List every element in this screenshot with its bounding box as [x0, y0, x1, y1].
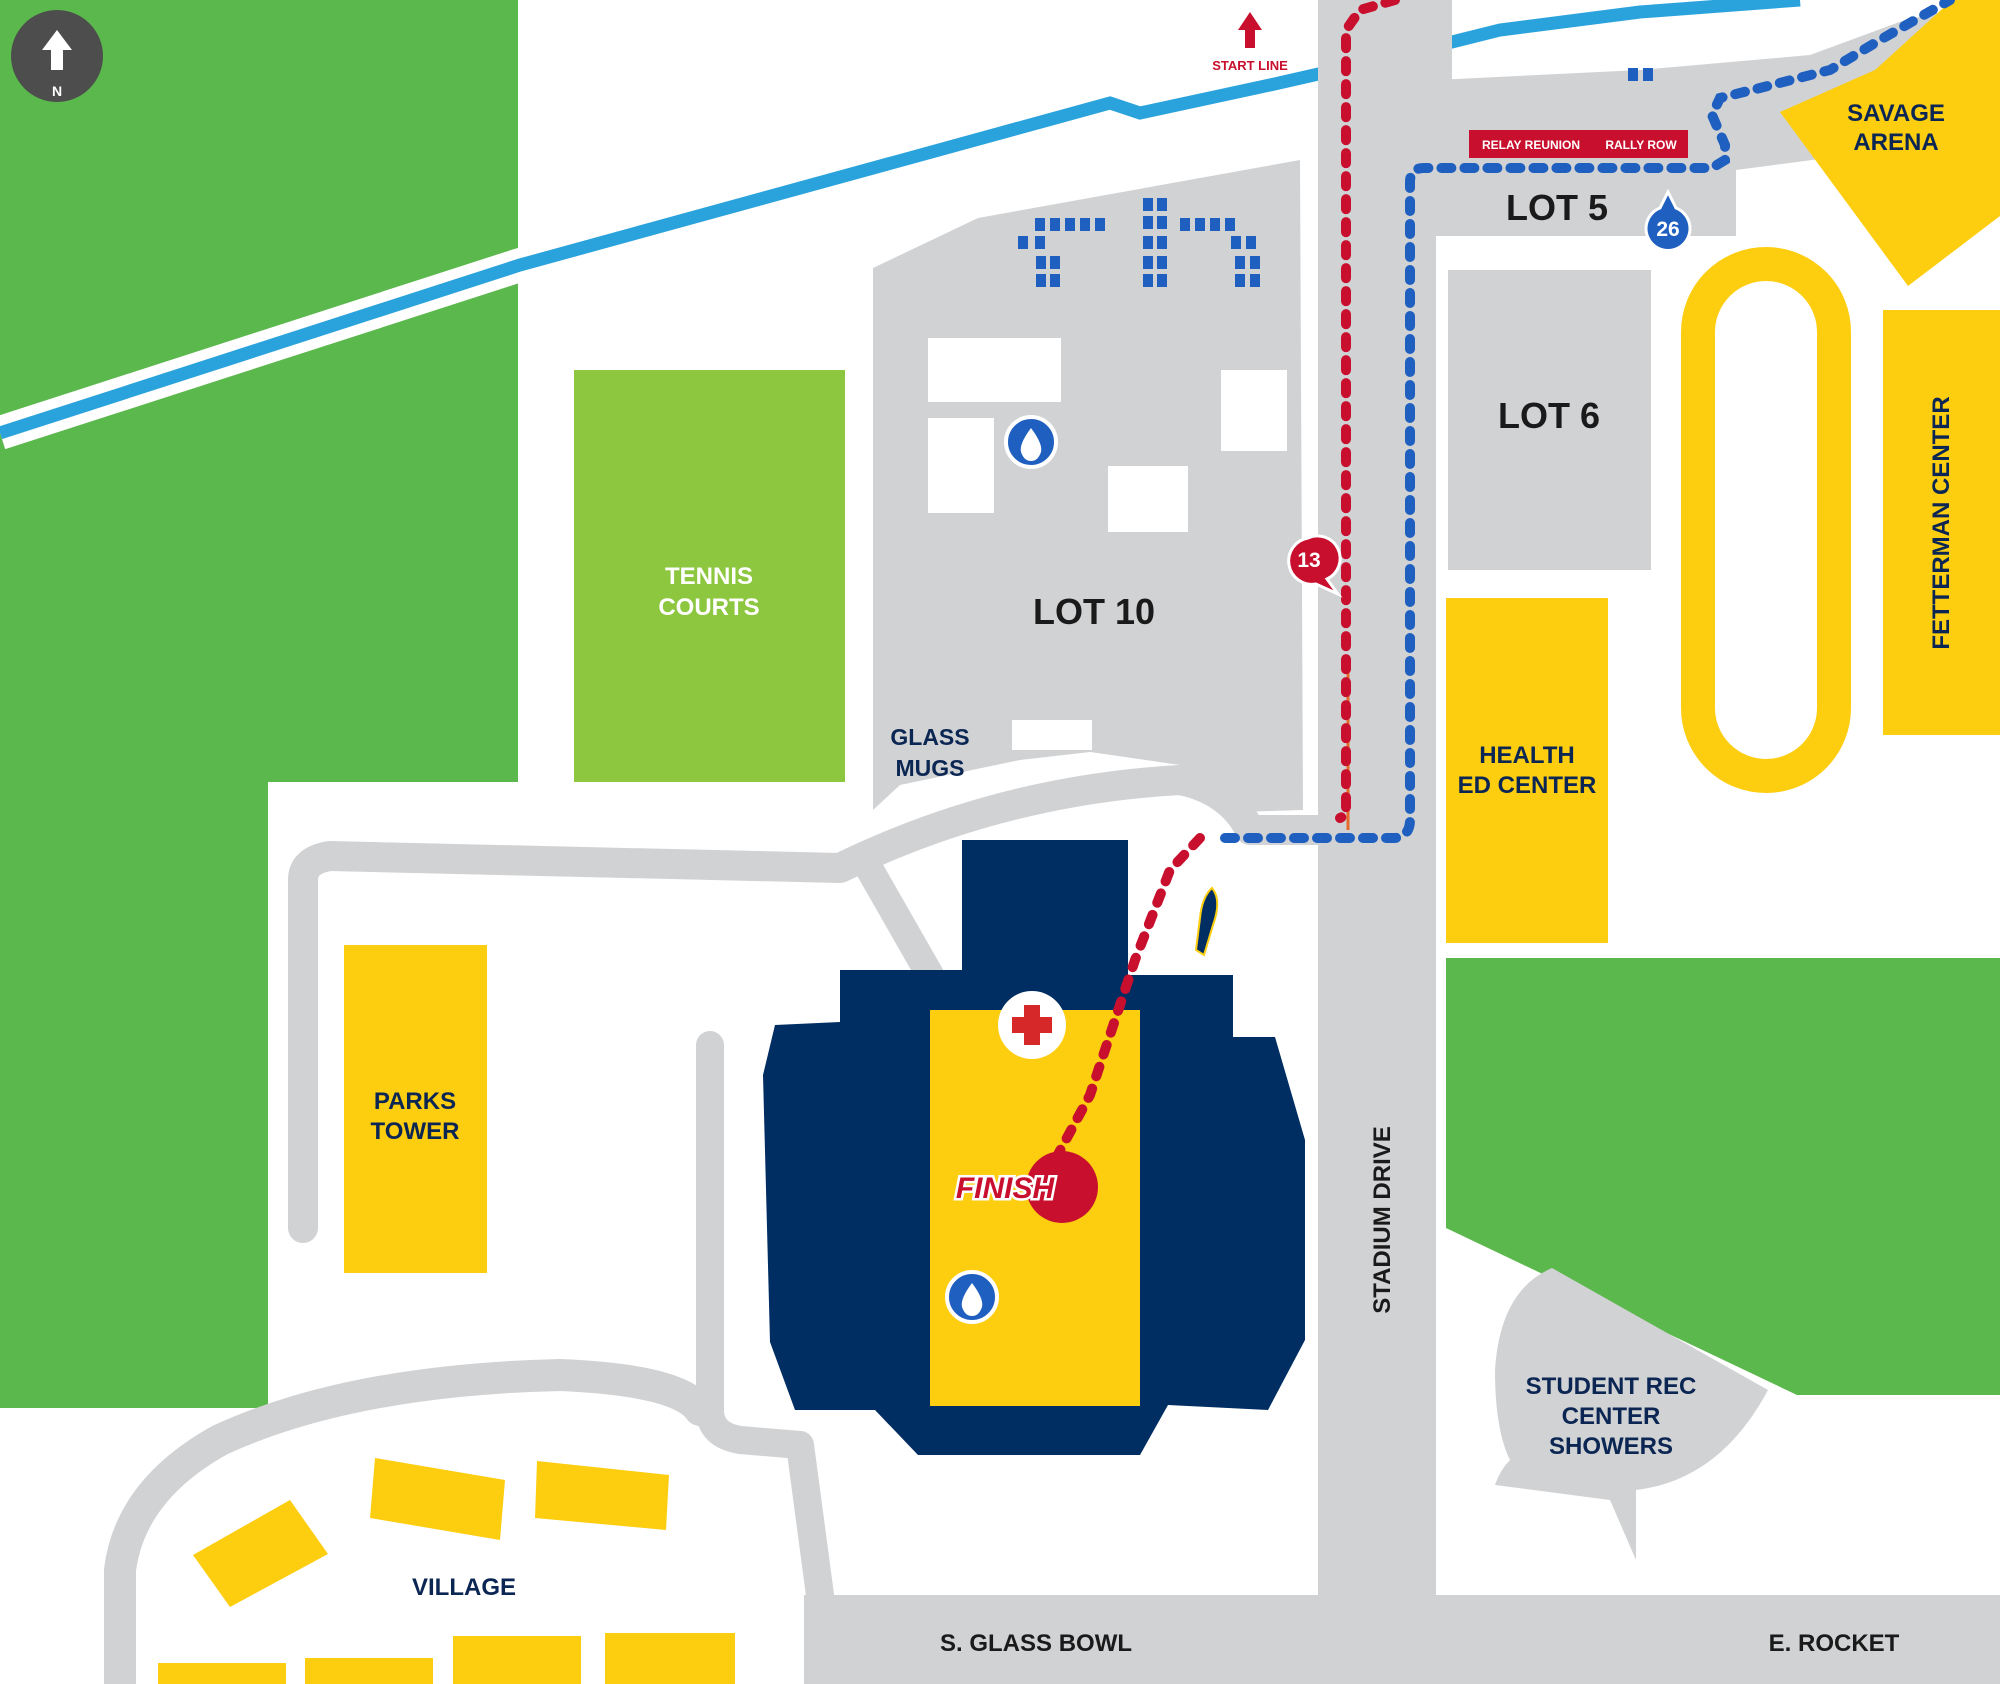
- village-building: [305, 1658, 433, 1684]
- water-station-stadium: [945, 1270, 999, 1324]
- lot6-area: [1448, 270, 1651, 570]
- village-building: [535, 1461, 669, 1530]
- parks-tower-label-line2: TOWER: [371, 1118, 460, 1145]
- tennis-courts-label-line1: TENNIS: [665, 563, 753, 590]
- river: [0, 0, 1801, 440]
- health-ed-center-label-line1: HEALTH: [1479, 742, 1575, 769]
- tennis-courts-area: [574, 370, 845, 782]
- buildings: [158, 0, 2000, 1684]
- village-building: [370, 1458, 505, 1540]
- relay-reunion-label: RELAY REUNION: [1482, 138, 1580, 152]
- health-ed-center-label-line2: ED CENTER: [1458, 772, 1597, 799]
- parks-tower-building: [344, 945, 487, 1273]
- up-arrow-icon: [1238, 12, 1262, 48]
- green-spaces: [0, 0, 2000, 1408]
- stadium-drive-label: STADIUM DRIVE: [1369, 1126, 1396, 1314]
- west-green-field: [0, 0, 518, 1408]
- student-rec-label-line1: STUDENT REC: [1526, 1373, 1697, 1400]
- village-building: [158, 1663, 286, 1684]
- running-track: [1681, 247, 1851, 793]
- water-station-lot10: [1004, 415, 1058, 469]
- east-green-field: [1446, 958, 2000, 1395]
- rally-row-label: RALLY ROW: [1605, 138, 1677, 152]
- lot10-label: LOT 10: [1033, 591, 1155, 632]
- compass: N: [11, 10, 103, 102]
- lot10-area: [873, 160, 1303, 812]
- mile-13-marker: 13: [1287, 534, 1343, 598]
- finish-marker: [1026, 1151, 1098, 1223]
- student-rec-label-line3: SHOWERS: [1549, 1433, 1673, 1460]
- red-route-half-marathon: [1049, 0, 1400, 1195]
- village-building: [193, 1500, 328, 1607]
- savage-arena-building: [1780, 0, 2000, 286]
- village-building: [453, 1636, 581, 1684]
- tennis-courts-label-line2: COURTS: [658, 594, 759, 621]
- fetterman-center-building: [1883, 310, 2000, 735]
- s-glass-bowl-label: S. GLASS BOWL: [940, 1630, 1132, 1657]
- blue-route-full-marathon: [1220, 0, 1955, 843]
- village-label: VILLAGE: [412, 1574, 516, 1601]
- lot10-structures: [928, 338, 1287, 750]
- student-rec-label-line2: CENTER: [1562, 1403, 1661, 1430]
- parks-tower-label-line1: PARKS: [374, 1088, 456, 1115]
- glass-mugs-label-line1: GLASS: [890, 724, 969, 750]
- water-drop-icon: [961, 1283, 983, 1316]
- portable-toilet-markers: [1018, 68, 1653, 287]
- student-rec-showers-area: [1495, 1268, 1768, 1560]
- relay-banner: [1469, 130, 1688, 158]
- glass-mugs-label-line2: MUGS: [896, 755, 965, 781]
- lot5-label: LOT 5: [1506, 187, 1608, 228]
- compass-letter: N: [52, 83, 62, 99]
- mile-26-marker: 26: [1644, 188, 1692, 252]
- place-labels: SAVAGE ARENA LOT 5 LOT 6 LOT 10 TENNIS C…: [371, 100, 1955, 1657]
- water-drop-icon: [1020, 428, 1042, 461]
- mile-13-label: 13: [1297, 549, 1320, 572]
- finish-label: FINISH: [956, 1172, 1056, 1205]
- first-aid-marker: [998, 991, 1066, 1059]
- rocket-marker: [1194, 886, 1219, 957]
- rocket-icon: [1194, 886, 1219, 957]
- health-ed-center-building: [1446, 598, 1608, 943]
- s-glass-bowl-road: [804, 1595, 2000, 1684]
- fetterman-center-label: FETTERMAN CENTER: [1928, 396, 1955, 649]
- lot6-label: LOT 6: [1498, 395, 1600, 436]
- north-arrow-icon: [42, 30, 72, 70]
- savage-arena-label-line2: ARENA: [1853, 129, 1938, 156]
- start-line-marker: START LINE: [1212, 12, 1288, 73]
- mile-26-label: 26: [1656, 218, 1679, 241]
- first-aid-cross-icon: [1012, 1005, 1052, 1045]
- e-rocket-label: E. ROCKET: [1769, 1630, 1900, 1657]
- village-building: [605, 1633, 735, 1684]
- stadium-drive-road: [1318, 0, 1436, 1684]
- start-line-label: START LINE: [1212, 58, 1288, 73]
- savage-arena-label-line1: SAVAGE: [1847, 100, 1945, 127]
